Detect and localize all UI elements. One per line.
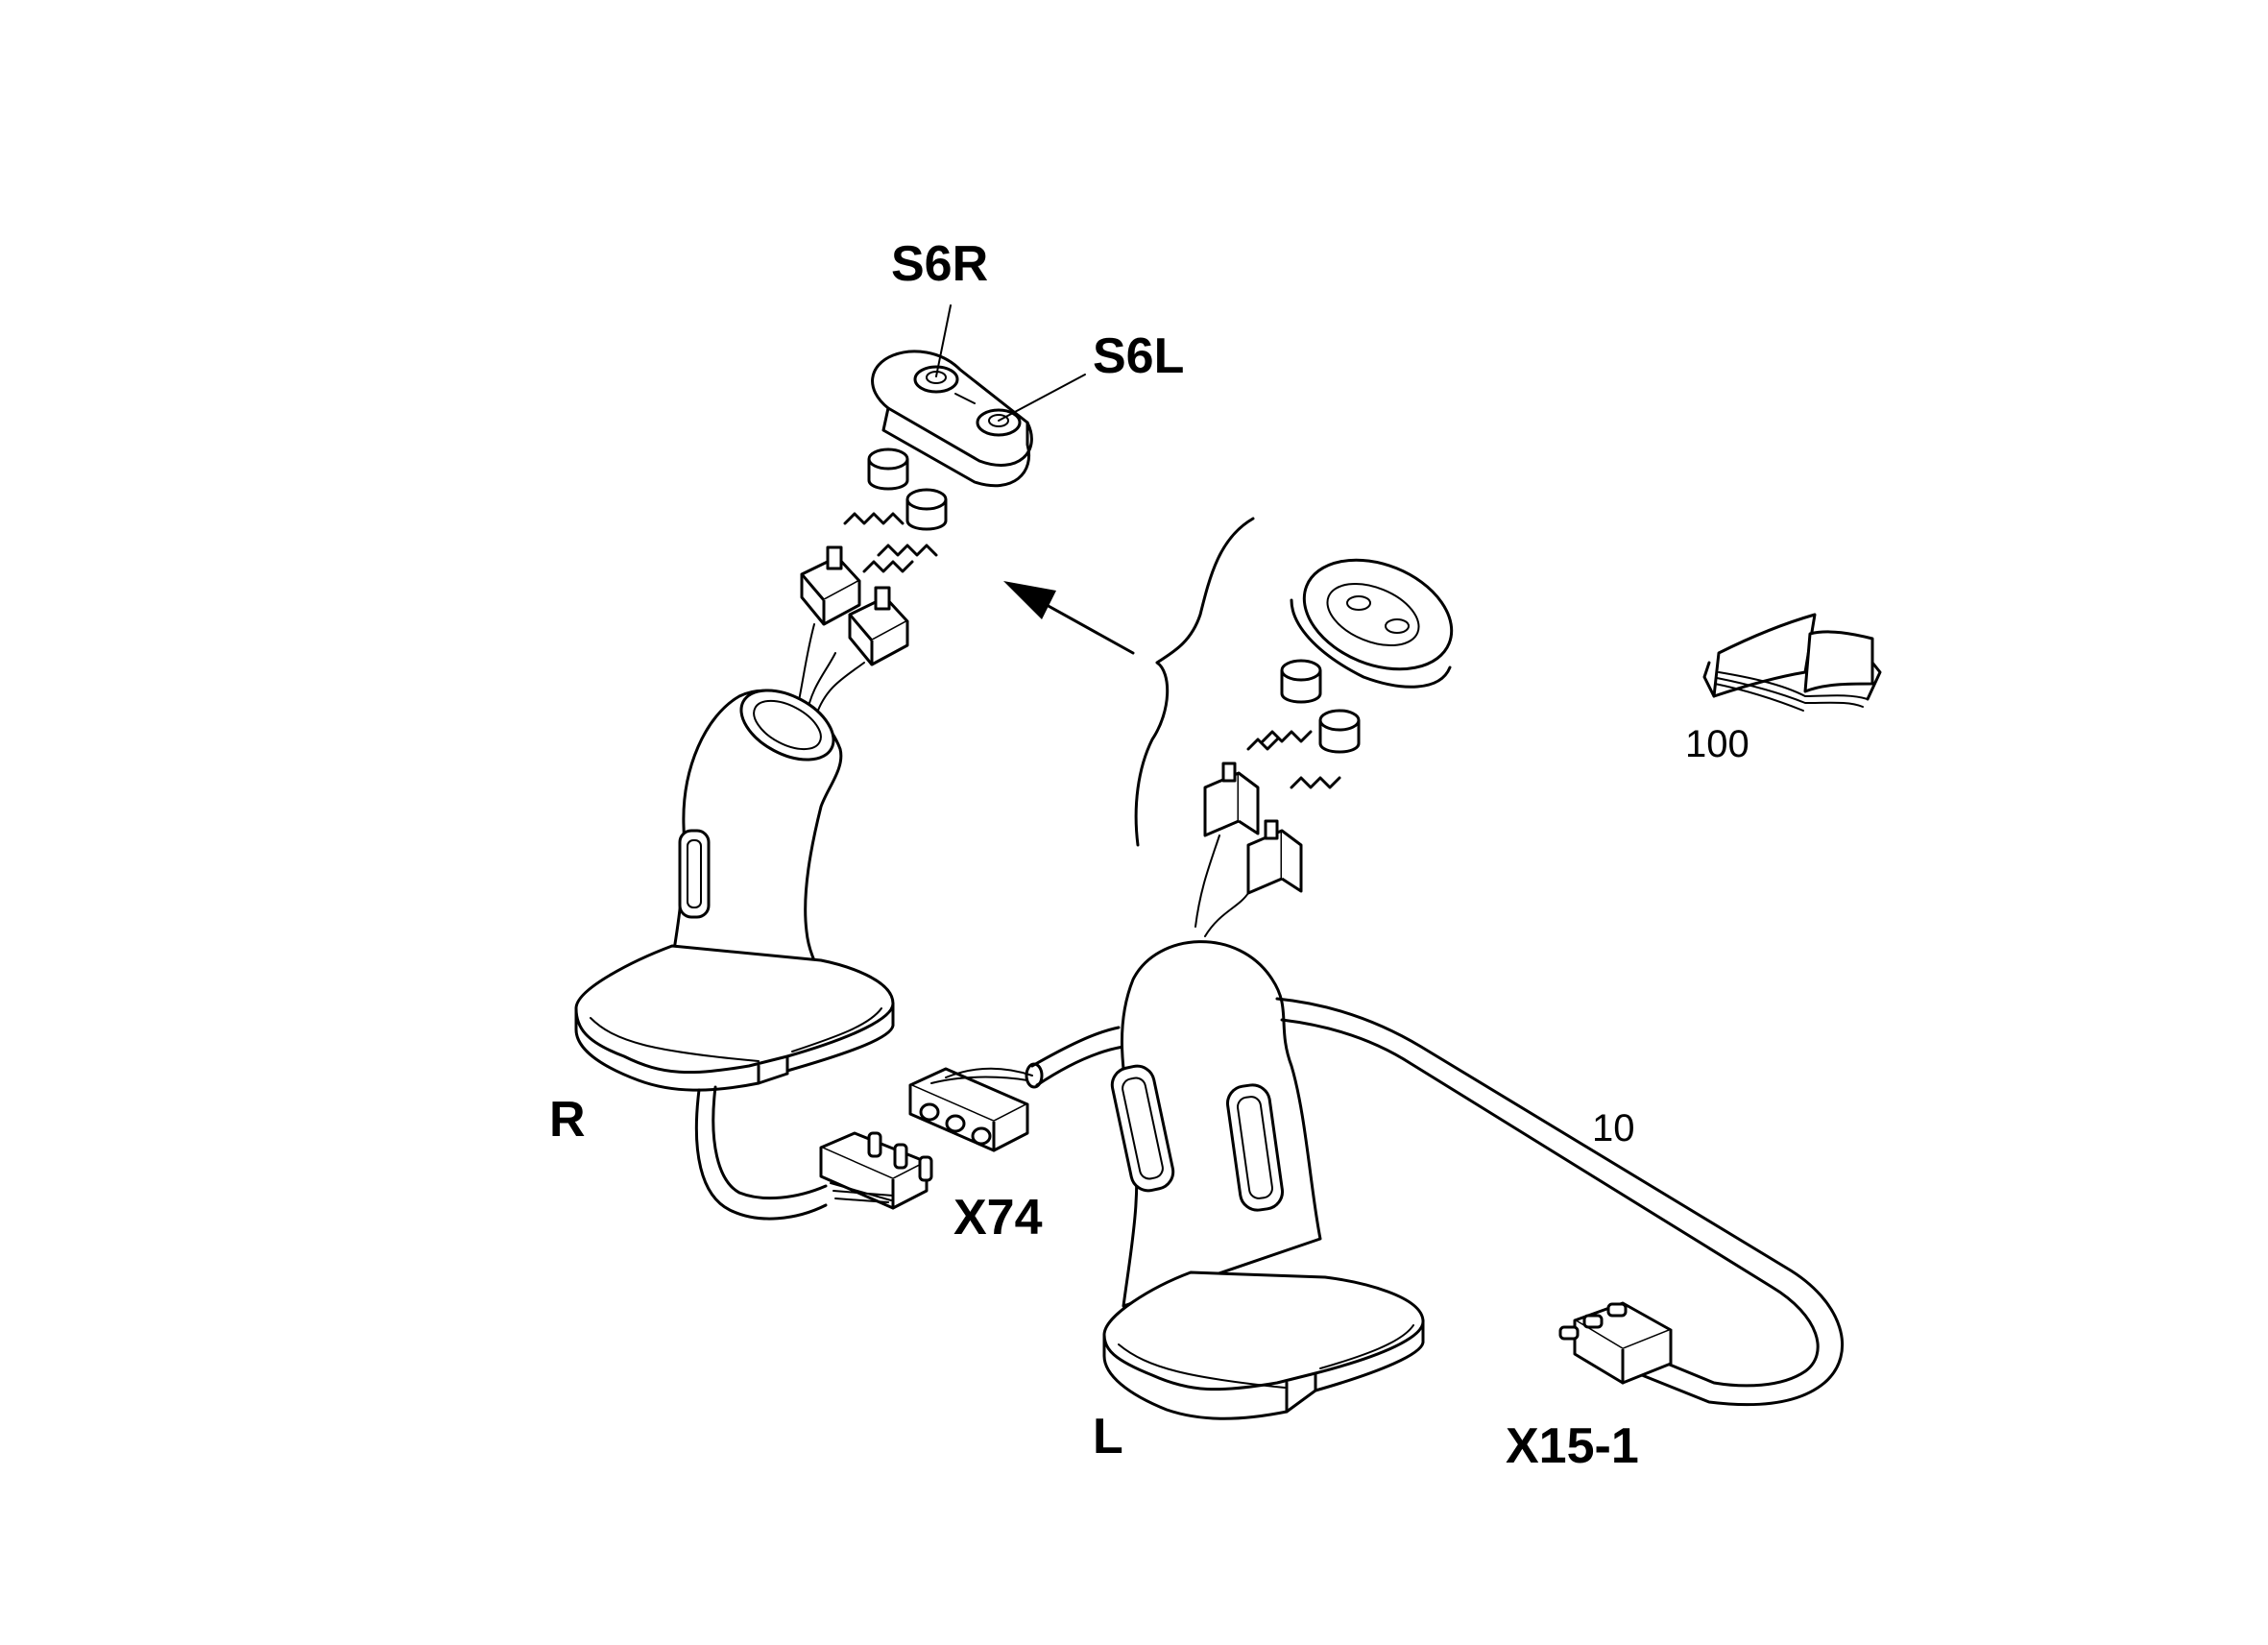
left-joystick-springs — [1246, 730, 1341, 789]
right-joystick-micro-switches — [800, 545, 909, 666]
exploded-view-arrow — [1003, 581, 1135, 655]
leader-line-s6l — [998, 374, 1086, 422]
right-joystick-base — [574, 944, 895, 1092]
left-joystick-micro-switches — [1203, 762, 1303, 895]
label-x15-1: X15-1 — [1506, 1418, 1639, 1474]
cable-10-outer — [1275, 997, 1845, 1407]
leader-line-s6r — [935, 304, 952, 377]
label-x74: X74 — [953, 1190, 1043, 1246]
left-joystick-push-buttons — [1280, 659, 1361, 754]
right-joystick-springs — [843, 512, 938, 573]
connector-x74-socket — [908, 1067, 1033, 1152]
left-joystick-base — [1102, 1270, 1425, 1420]
cable-10-inner — [1280, 1018, 1820, 1388]
label-l: L — [1093, 1409, 1123, 1464]
connector-x74-plug — [819, 1131, 933, 1210]
manual-book-icon — [1702, 613, 1882, 712]
right-joystick-push-buttons — [867, 448, 948, 531]
x74-to-left-cable — [1030, 1026, 1125, 1087]
label-s6l: S6L — [1093, 328, 1184, 384]
connector-x15-1 — [1558, 1301, 1673, 1385]
left-joystick-cap — [1290, 558, 1454, 689]
right-joystick-handle — [661, 689, 843, 1020]
label-wire-10: 10 — [1592, 1107, 1635, 1149]
left-joystick-switch-wires — [1194, 835, 1249, 937]
label-manual-100: 100 — [1685, 723, 1749, 765]
left-joystick-handle — [1110, 940, 1322, 1308]
left-parts-bracket — [1134, 517, 1255, 847]
right-joystick-cap — [871, 350, 1033, 488]
label-s6r: S6R — [891, 236, 988, 292]
right-joystick-cable — [694, 1088, 828, 1221]
label-r: R — [549, 1092, 586, 1148]
